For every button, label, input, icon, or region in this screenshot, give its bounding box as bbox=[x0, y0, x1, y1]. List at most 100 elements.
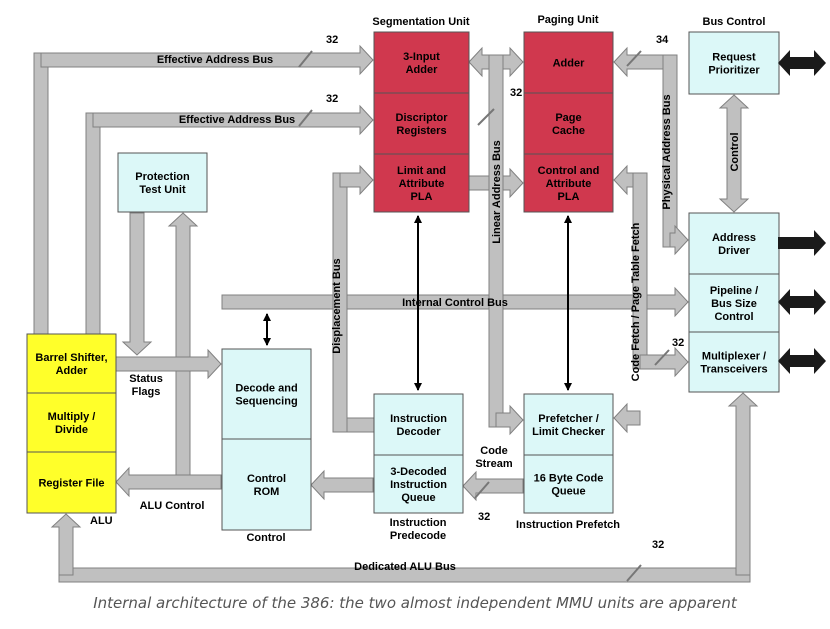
figure-caption: Internal architecture of the 386: the tw… bbox=[93, 594, 737, 612]
multiply-divide-label: Multiply /Divide bbox=[48, 411, 96, 436]
multiplexer-transceivers-label: Multiplexer /Transceivers bbox=[700, 351, 767, 376]
control-rom-block bbox=[221, 438, 312, 531]
alu-title: ALU bbox=[90, 515, 113, 527]
multiplexer-transceivers-block bbox=[688, 331, 780, 393]
paging-to-physical-bus bbox=[613, 46, 671, 78]
width-ea2: 32 bbox=[326, 93, 338, 105]
width-dedicated: 32 bbox=[652, 539, 664, 551]
width-tick-linear bbox=[477, 108, 495, 126]
dedicated-alu-bus-to-alu bbox=[50, 513, 82, 576]
linear-address-to-prefetcher bbox=[495, 404, 524, 436]
width-tick-codeq bbox=[474, 481, 490, 499]
alu-control-label: ALU Control bbox=[140, 500, 205, 512]
effective-address-bus-label-2: Effective Address Bus bbox=[179, 114, 295, 126]
barrel-shifter-block bbox=[26, 333, 117, 394]
effective-address-bus-1 bbox=[40, 44, 374, 76]
page-cache-block bbox=[523, 92, 614, 155]
paging-adder-block bbox=[523, 31, 614, 94]
width-physical: 34 bbox=[656, 34, 669, 46]
label-layer: Segmentation Unit Paging Unit Bus Contro… bbox=[90, 14, 766, 582]
width-tick-mux bbox=[654, 349, 670, 366]
physical-address-bus-label: Physical Address Bus bbox=[661, 94, 673, 209]
width-tick-dedicated bbox=[626, 564, 642, 582]
instruction-decoder-block bbox=[373, 393, 464, 456]
alu-control-bus bbox=[115, 466, 222, 498]
register-file-label: Register File bbox=[38, 478, 104, 490]
decode-sequencing-block bbox=[221, 348, 312, 440]
instruction-prefetch-title: Instruction Prefetch bbox=[516, 519, 620, 531]
instruction-predecode-title-1: Instruction bbox=[390, 517, 447, 529]
arrow-layer bbox=[263, 215, 572, 391]
paging-adder-label: Adder bbox=[553, 58, 586, 70]
request-prioritizer-block bbox=[688, 31, 780, 95]
external-arrows bbox=[778, 50, 826, 374]
descriptor-registers-block bbox=[373, 92, 470, 155]
pipeline-bus-size-block bbox=[688, 273, 780, 333]
external-pipeline-arrow bbox=[778, 289, 826, 315]
decoded-queue-block bbox=[373, 454, 464, 514]
width-codeq: 32 bbox=[478, 511, 490, 523]
internal-control-bus-label: Internal Control Bus bbox=[402, 297, 508, 309]
instruction-predecode-title-2: Predecode bbox=[390, 530, 446, 542]
prefetcher-block bbox=[523, 393, 614, 456]
paging-unit-title: Paging Unit bbox=[537, 14, 598, 26]
status-flags-label-2: Flags bbox=[132, 386, 161, 398]
control-bus bbox=[718, 94, 750, 213]
code-fetch-to-prefetcher bbox=[613, 402, 641, 434]
external-address-arrow bbox=[778, 230, 826, 256]
code-stream-bus bbox=[462, 470, 524, 502]
alu-to-protection bbox=[167, 212, 199, 477]
width-ea1: 32 bbox=[326, 34, 338, 46]
effective-address-bus-1-vertical-segment bbox=[33, 52, 49, 342]
code-queue-block bbox=[523, 454, 614, 514]
effective-address-bus-2-vertical-segment bbox=[85, 112, 101, 342]
control-bus-label: Control bbox=[729, 132, 741, 171]
displacement-bus-label: Displacement Bus bbox=[331, 258, 343, 353]
protection-test-unit-block bbox=[117, 152, 208, 213]
dedicated-alu-bus-up bbox=[727, 392, 759, 576]
external-data-arrow bbox=[778, 348, 826, 374]
protection-to-alu bbox=[121, 212, 153, 356]
width-tick-physical bbox=[626, 50, 642, 67]
register-file-block bbox=[26, 451, 117, 514]
segmentation-unit-title: Segmentation Unit bbox=[372, 16, 470, 28]
effective-address-bus-2 bbox=[92, 104, 374, 136]
limit-attribute-pla-block bbox=[373, 153, 470, 213]
displacement-bus-to-pla bbox=[339, 164, 374, 196]
code-stream-label-1: Code bbox=[480, 445, 508, 457]
status-flags-bus bbox=[115, 348, 222, 380]
bus-control-title: Bus Control bbox=[703, 16, 766, 28]
dedicated-alu-bus-label: Dedicated ALU Bus bbox=[354, 561, 456, 573]
prefetcher-label: Prefetcher /Limit Checker bbox=[532, 413, 605, 438]
width-linear: 32 bbox=[510, 87, 522, 99]
linear-address-bus-label: Linear Address Bus bbox=[491, 140, 503, 244]
physical-to-address-driver bbox=[669, 224, 689, 256]
code-stream-label-2: Stream bbox=[475, 458, 513, 470]
barrel-shifter-label: Barrel Shifter,Adder bbox=[35, 352, 107, 377]
code-fetch-bus-label: Code Fetch / Page Table Fetch bbox=[630, 222, 642, 381]
control-title: Control bbox=[246, 532, 285, 544]
status-flags-label-1: Status bbox=[129, 373, 163, 385]
address-driver-block bbox=[688, 212, 780, 275]
external-request-arrow bbox=[778, 50, 826, 76]
effective-address-bus-label-1: Effective Address Bus bbox=[157, 54, 273, 66]
width-tick-ea1 bbox=[298, 50, 313, 68]
queue-to-control-rom bbox=[310, 469, 374, 501]
code-fetch-to-mux bbox=[639, 346, 689, 378]
